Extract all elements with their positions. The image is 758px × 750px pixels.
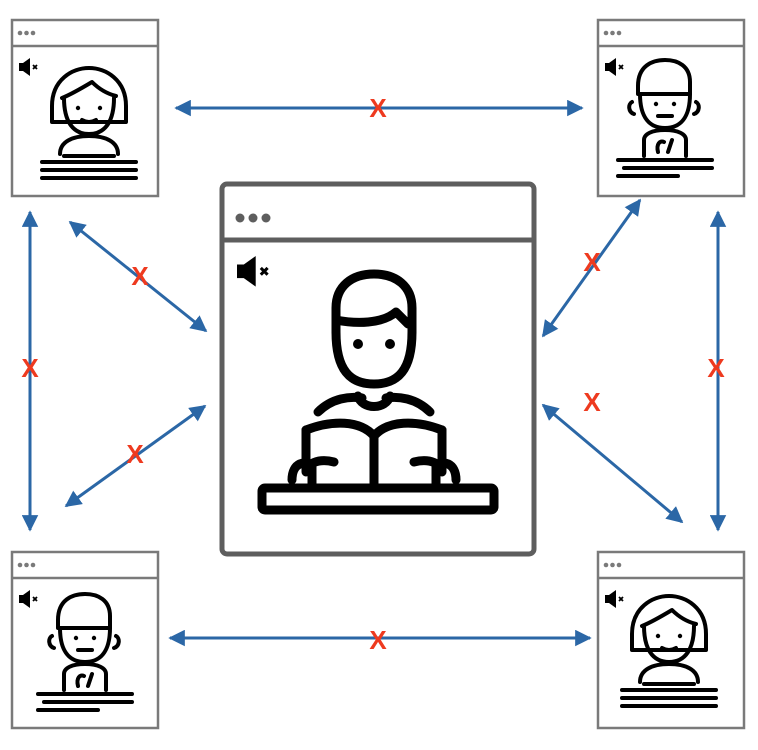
window-bottom-left	[10, 550, 160, 730]
girl-reading-icon	[620, 594, 718, 708]
arrow-bottom-right-to-center	[541, 403, 684, 524]
window-center	[219, 181, 537, 557]
reading-person-icon	[257, 269, 499, 515]
x-mark	[126, 438, 145, 469]
x-mark	[583, 386, 602, 417]
window-top-right	[596, 18, 746, 198]
girl-reading-icon	[40, 66, 138, 180]
x-mark	[21, 352, 40, 383]
x-mark	[369, 92, 388, 123]
x-mark	[707, 352, 726, 383]
window-top-left	[10, 18, 160, 198]
x-mark	[369, 624, 388, 655]
x-mark	[131, 260, 150, 291]
x-mark	[583, 246, 602, 277]
window-bottom-right	[596, 550, 746, 730]
